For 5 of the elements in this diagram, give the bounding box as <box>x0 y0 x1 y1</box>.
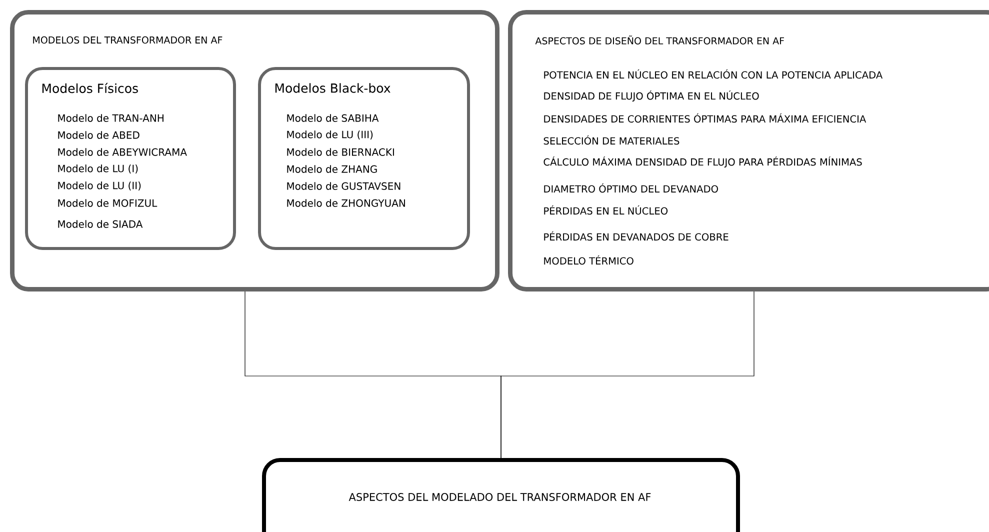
model-list-box: Modelos Físicos Modelo de TRAN-ANH Modelo de ABED Modelo de ABEYWICRAMA Modelo de LU (I) Modelo de LU (II) Modelo de MOFIZUL Modelo de SIADA <box>25 67 236 250</box>
process-box: ASPECTOS DEL MODELADO DEL TRANSFORMADOR EN AF <box>262 458 740 532</box>
connector-line <box>500 291 754 458</box>
model-list-box: Modelos Black-box Modelo de SABIHA Modelo de LU (III) Modelo de BIERNACKI Modelo de ZHANG Modelo de GUSTAVSEN Modelo de ZHONGYUAN <box>258 67 470 250</box>
design-aspects-box: ASPECTOS DE DISEÑO DEL TRANSFORMADOR EN AF POTENCIA EN EL NÚCLEO EN RELACIÓN CON LA POTENCIA APLICADA DENSIDAD DE FLUJO ÓPTIMA EN EL NÚCLEO DENSIDADES DE CORRIENTES ÓPTIMAS PARA MÁXIMA EFICIENCIA SELECCIÓN DE MATERIALES CÁLCULO MÁXIMA DENSIDAD DE FLUJO PARA PÉRDIDAS MÍNIMAS DIAMETRO ÓPTIMO DEL DEVANADO PÉRDIDAS EN EL NÚCLEO PÉRDIDAS EN DEVANADOS DE COBRE MODELO TÉRMICO <box>508 10 989 292</box>
